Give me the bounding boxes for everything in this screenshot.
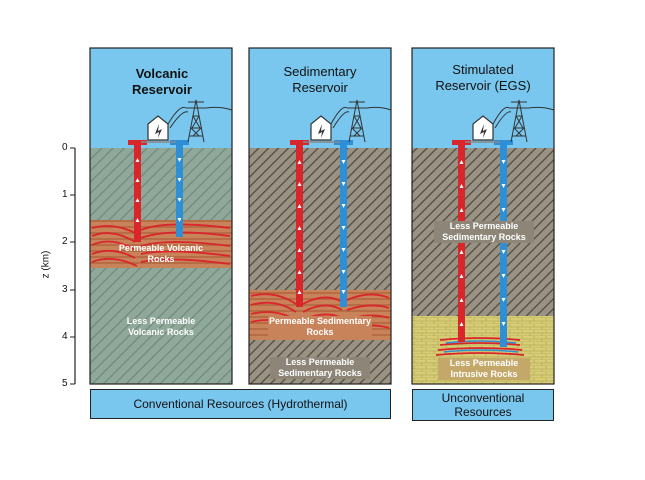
depth-tick-0: 0 [62, 142, 68, 153]
power-plant-icon [310, 115, 332, 141]
stimulated-fractures [435, 337, 525, 356]
panel-title-egs: Stimulated Reservoir (EGS) [435, 62, 531, 93]
rock-label-less-permeable-intrusive: Less Permeable Intrusive Rocks [438, 358, 530, 380]
injection-well [340, 142, 347, 307]
sedimentary-ground [249, 148, 391, 384]
fractures [91, 223, 231, 267]
footer-conventional: Conventional Resources (Hydrothermal) [90, 389, 391, 419]
depth-tick-5: 5 [62, 378, 68, 389]
transmission-tower-icon [492, 99, 555, 143]
depth-tick-1: 1 [62, 189, 68, 200]
flow-arrows [135, 158, 182, 222]
panel-border [89, 47, 233, 385]
rock-label-permeable-volcanic: Permeable Volcanic Rocks [118, 243, 204, 264]
panel-border [248, 47, 392, 385]
panel-border [411, 47, 555, 385]
rock-label-less-permeable-sedimentary-egs: Less Permeable Sedimentary Rocks [434, 221, 534, 243]
transmission-tower-icon [167, 99, 233, 143]
flow-arrows [297, 160, 346, 294]
transmission-tower-icon [330, 99, 392, 143]
panel-title-volcanic: Volcanic Reservoir [132, 66, 192, 97]
depth-tick-3: 3 [62, 284, 68, 295]
power-plant-icon [147, 115, 169, 141]
depth-tick-2: 2 [62, 236, 68, 247]
rock-label-less-permeable-sedimentary: Less Permeable Sedimentary Rocks [270, 357, 370, 379]
panel-title-sedimentary: Sedimentary Reservoir [283, 64, 357, 95]
rock-label-less-permeable-volcanic: Less Permeable Volcanic Rocks [126, 316, 196, 337]
production-well [134, 142, 141, 242]
footer-conventional-label: Conventional Resources (Hydrothermal) [133, 397, 348, 411]
footer-unconventional: Unconventional Resources [412, 389, 554, 421]
power-plant-icon [472, 115, 494, 141]
panel-sedimentary [248, 47, 392, 385]
panel-egs [411, 47, 555, 385]
panel-volcanic [89, 47, 233, 385]
injection-well [500, 142, 507, 347]
injection-well [176, 142, 183, 237]
production-well [296, 142, 303, 307]
depth-axis-title: z (km) [40, 250, 52, 279]
depth-axis [70, 147, 76, 385]
flow-arrows [459, 160, 506, 326]
footer-unconventional-label: Unconventional Resources [441, 391, 525, 419]
depth-tick-4: 4 [62, 331, 68, 342]
rock-label-permeable-sedimentary: Permeable Sedimentary Rocks [268, 316, 372, 338]
